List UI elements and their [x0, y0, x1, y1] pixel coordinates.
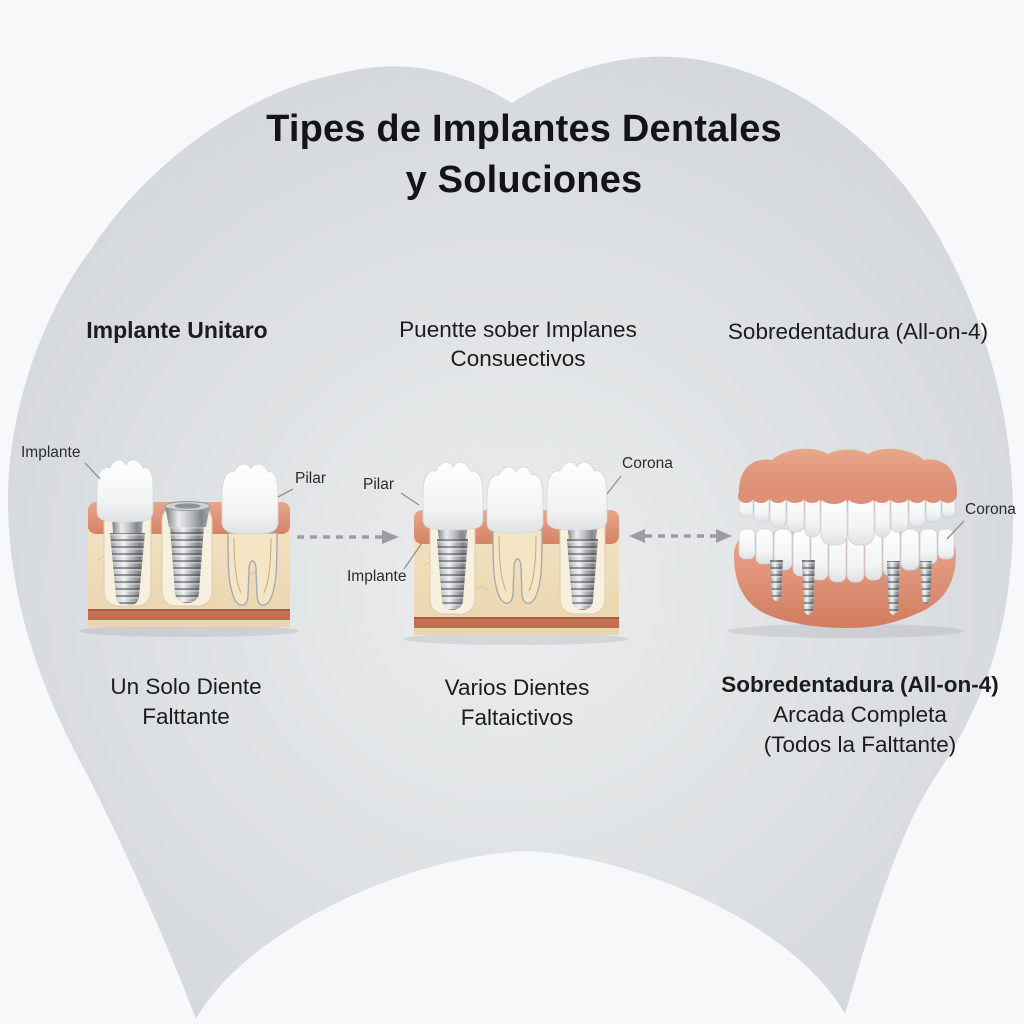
column1-header: Implante Unitaro — [86, 317, 268, 343]
dashed-arrow-double-icon — [629, 529, 732, 543]
column1-caption-line-1: Un Solo Diente — [110, 674, 262, 699]
label-implante-col2: Implante — [347, 568, 407, 585]
label-corona-col3: Corona — [965, 501, 1016, 518]
column2-header-line-2: Consuectivos — [450, 346, 586, 371]
page-title: Tipes de Implantes Dentales y Soluciones — [266, 104, 782, 206]
column3-caption-line-1: Sobredentadura (All-on-4) — [721, 672, 999, 697]
bridge-implant-illustration — [403, 461, 629, 645]
column3-caption: Sobredentadura (All-on-4) Arcada Complet… — [721, 670, 999, 760]
column2-caption: Varios Dientes Faltaictivos — [445, 673, 590, 733]
label-leader-lines — [84, 462, 965, 570]
column2-caption-line-2: Faltaictivos — [460, 705, 574, 730]
column2-header-line-1: Puentte sober Implanes — [399, 317, 637, 342]
column2-caption-line-1: Varios Dientes — [444, 675, 590, 700]
label-pilar-col1: Pilar — [295, 470, 327, 487]
column3-caption-line-3: (Todos la Falttante) — [763, 732, 957, 757]
dashed-arrow-right-icon — [297, 530, 399, 544]
column2-header: Puentte sober Implanes Consuectivos — [399, 315, 637, 373]
column3-header: Sobredentadura (All-on-4) — [727, 319, 989, 344]
label-corona-col2: Corona — [622, 455, 673, 472]
column1-caption: Un Solo Diente Falttante — [110, 672, 261, 732]
label-pilar-col2: Pilar — [363, 476, 395, 493]
column1-caption-line-2: Falttante — [142, 704, 230, 729]
implant-screws — [770, 560, 932, 615]
column3-caption-line-2: Arcada Completa — [773, 702, 947, 727]
title-line-1: Tipes de Implantes Dentales — [266, 108, 782, 150]
title-line-2: y Soluciones — [405, 159, 643, 201]
all-on-4-denture-illustration — [728, 448, 964, 638]
label-implante-col1: Implante — [21, 444, 81, 461]
single-implant-illustration — [79, 459, 299, 637]
